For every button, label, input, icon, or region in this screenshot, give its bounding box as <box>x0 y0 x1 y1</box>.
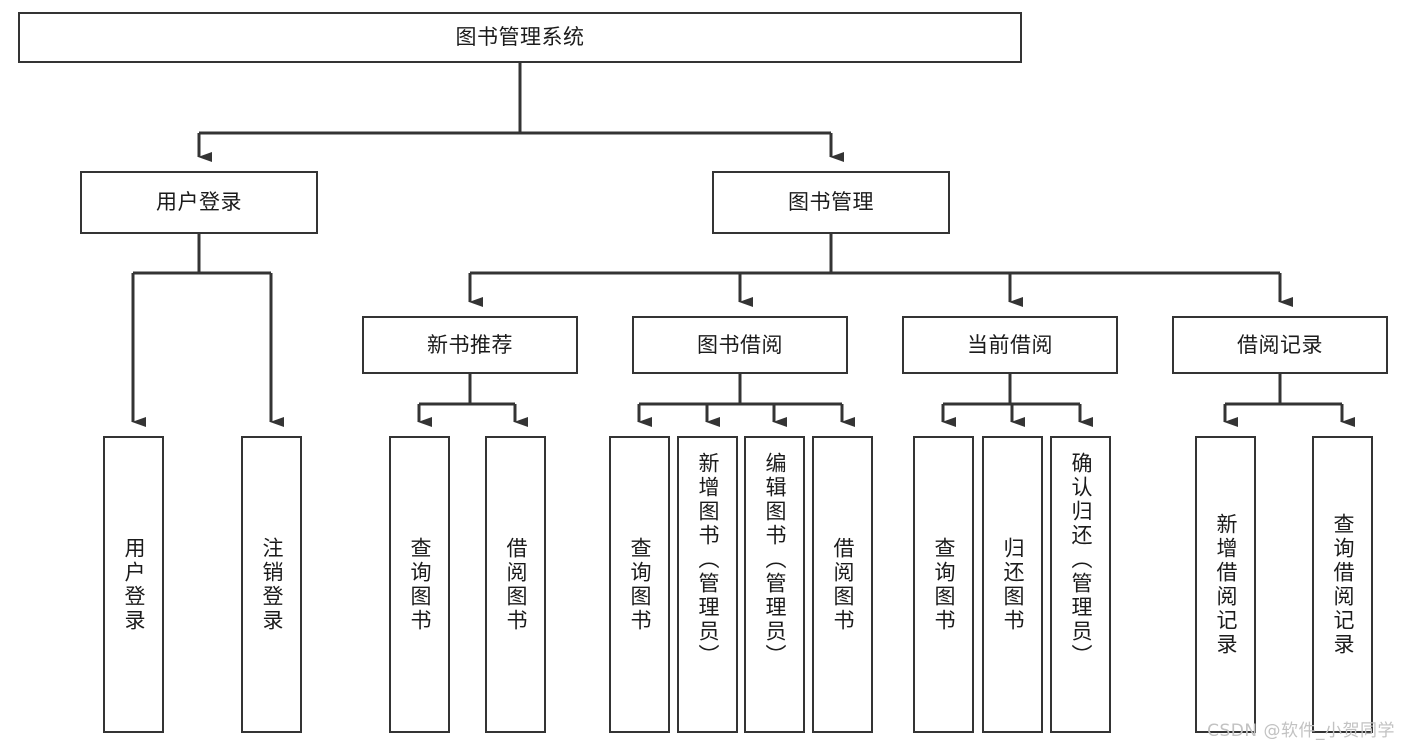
node-current-borrow[interactable]: 当前借阅 <box>902 316 1118 374</box>
node-leaf-borrow-book-2-label: 借阅图书 <box>831 536 855 633</box>
node-leaf-borrow-book-1[interactable]: 借阅图书 <box>485 436 546 733</box>
csdn-watermark: CSDN @软件_小贺同学 <box>1207 721 1395 741</box>
node-book-borrow[interactable]: 图书借阅 <box>632 316 848 374</box>
node-leaf-query-record[interactable]: 查询借阅记录 <box>1312 436 1373 733</box>
node-leaf-query-book-2-label: 查询图书 <box>628 536 652 633</box>
node-borrow-record[interactable]: 借阅记录 <box>1172 316 1388 374</box>
node-new-book-recommend[interactable]: 新书推荐 <box>362 316 578 374</box>
node-leaf-user-logout-label: 注销登录 <box>260 536 284 633</box>
node-leaf-add-record-label: 新增借阅记录 <box>1214 512 1238 657</box>
node-leaf-borrow-book-2[interactable]: 借阅图书 <box>812 436 873 733</box>
node-book-manage[interactable]: 图书管理 <box>712 171 950 234</box>
node-leaf-user-login[interactable]: 用户登录 <box>103 436 164 733</box>
node-leaf-query-record-label: 查询借阅记录 <box>1331 512 1355 657</box>
node-leaf-confirm-return-label: 确认归还（管理员） <box>1069 452 1093 668</box>
node-new-book-recommend-label: 新书推荐 <box>427 332 513 357</box>
node-book-borrow-label: 图书借阅 <box>697 332 783 357</box>
node-leaf-return-book-label: 归还图书 <box>1001 536 1025 633</box>
node-leaf-query-book-1-label: 查询图书 <box>408 536 432 633</box>
node-leaf-add-record[interactable]: 新增借阅记录 <box>1195 436 1256 733</box>
node-leaf-borrow-book-1-label: 借阅图书 <box>504 536 528 633</box>
node-leaf-user-logout[interactable]: 注销登录 <box>241 436 302 733</box>
node-leaf-add-book-label: 新增图书（管理员） <box>696 452 720 668</box>
node-user-login[interactable]: 用户登录 <box>80 171 318 234</box>
node-leaf-query-book-3[interactable]: 查询图书 <box>913 436 974 733</box>
node-leaf-add-book[interactable]: 新增图书（管理员） <box>677 436 738 733</box>
node-leaf-edit-book-label: 编辑图书（管理员） <box>763 452 787 668</box>
node-book-manage-label: 图书管理 <box>788 190 874 215</box>
node-leaf-query-book-3-label: 查询图书 <box>932 536 956 633</box>
node-leaf-confirm-return[interactable]: 确认归还（管理员） <box>1050 436 1111 733</box>
node-borrow-record-label: 借阅记录 <box>1237 332 1323 357</box>
node-leaf-user-login-label: 用户登录 <box>122 536 146 633</box>
node-leaf-query-book-2[interactable]: 查询图书 <box>609 436 670 733</box>
node-leaf-return-book[interactable]: 归还图书 <box>982 436 1043 733</box>
node-root-label: 图书管理系统 <box>455 25 585 50</box>
node-leaf-edit-book[interactable]: 编辑图书（管理员） <box>744 436 805 733</box>
node-root[interactable]: 图书管理系统 <box>18 12 1022 63</box>
node-current-borrow-label: 当前借阅 <box>967 332 1053 357</box>
node-leaf-query-book-1[interactable]: 查询图书 <box>389 436 450 733</box>
node-user-login-label: 用户登录 <box>156 190 242 215</box>
